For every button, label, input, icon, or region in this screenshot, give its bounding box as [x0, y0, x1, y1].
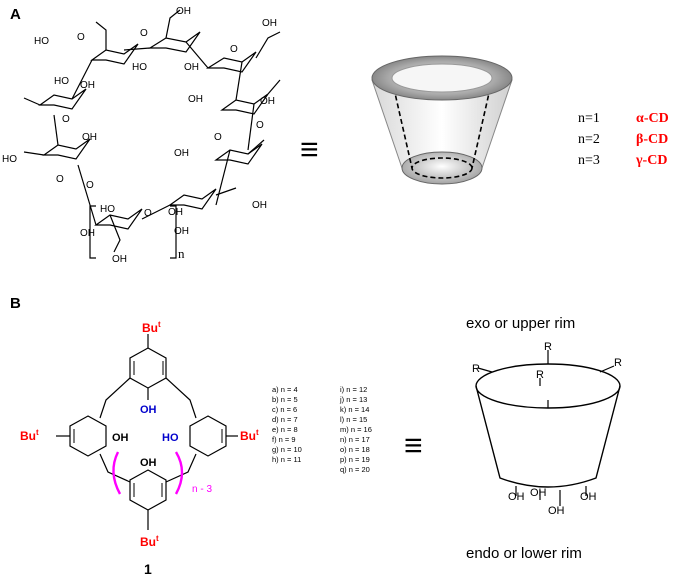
atom-label: O — [77, 32, 85, 43]
repeat-n-minus-3: n - 3 — [192, 484, 212, 495]
upper-rim-label: exo or upper rim — [466, 315, 575, 332]
but-top: But — [142, 320, 161, 335]
atom-label: OH — [82, 132, 97, 143]
n-item: i) n = 12 — [340, 385, 367, 394]
cd-name-3: γ-CD — [635, 153, 667, 168]
n-item: n) n = 17 — [340, 435, 370, 444]
atom-label: O — [214, 132, 222, 143]
but-left: But — [20, 428, 39, 443]
atom-label: OH — [260, 96, 275, 107]
atom-label: OH — [168, 207, 183, 218]
oh-top: OH — [140, 404, 157, 416]
but-bottom: But — [140, 534, 159, 549]
n-item: g) n = 10 — [272, 445, 302, 454]
calixarene-structure: n - 3 But But But But OH OH HO OH — [20, 320, 259, 549]
atom-label: O — [230, 44, 238, 55]
cyclodextrin-structure: n HO O O OH HO OH O OH OH O OH OH O OH O… — [2, 6, 281, 265]
atom-label: O — [256, 120, 264, 131]
r-label: R — [544, 341, 552, 353]
atom-label: HO — [100, 204, 115, 215]
atom-label: OH — [188, 94, 203, 105]
atom-label: O — [62, 114, 70, 125]
cd-name-1: α-CD — [636, 111, 669, 126]
n-value-list: a) n = 4 b) n = 5 c) n = 6 d) n = 7 e) n… — [272, 385, 372, 474]
panel-b-label: B — [10, 295, 21, 312]
but-right: But — [240, 428, 259, 443]
oh-rim: OH — [548, 505, 565, 517]
atom-label: OH — [80, 80, 95, 91]
n-item: j) n = 13 — [339, 395, 367, 404]
n-item: l) n = 15 — [340, 415, 367, 424]
r-label: R — [614, 357, 622, 369]
atom-label: OH — [174, 226, 189, 237]
cd-n-1: n=1 — [578, 111, 600, 126]
atom-label: HO — [54, 76, 69, 87]
n-item: f) n = 9 — [272, 435, 296, 444]
n-item: o) n = 18 — [340, 445, 370, 454]
compound-number: 1 — [144, 561, 152, 577]
atom-label: OH — [252, 200, 267, 211]
atom-label: OH — [184, 62, 199, 73]
atom-label: HO — [34, 36, 49, 47]
cd-list: n=1 α-CD n=2 β-CD n=3 γ-CD — [578, 111, 669, 168]
atom-label: OH — [80, 228, 95, 239]
n-item: p) n = 19 — [340, 455, 370, 464]
lower-rim-label: endo or lower rim — [466, 545, 582, 562]
n-item: d) n = 7 — [272, 415, 298, 424]
n-item: b) n = 5 — [272, 395, 298, 404]
atom-label: O — [56, 174, 64, 185]
equivalence-symbol-b: ≡ — [404, 427, 423, 463]
atom-label: OH — [262, 18, 277, 29]
atom-label: O — [86, 180, 94, 191]
calixarene-cone: R R R R OH OH OH OH — [472, 341, 622, 517]
oh-rim: OH — [508, 491, 525, 503]
oh-left: OH — [112, 432, 129, 444]
r-label: R — [472, 363, 480, 375]
n-item: k) n = 14 — [340, 405, 369, 414]
cd-n-3: n=3 — [578, 153, 600, 168]
oh-bottom: OH — [140, 457, 157, 469]
n-item: h) n = 11 — [272, 455, 301, 464]
oh-rim: OH — [530, 487, 547, 499]
cd-name-2: β-CD — [636, 132, 668, 147]
r-label: R — [536, 369, 544, 381]
n-item: a) n = 4 — [272, 385, 298, 394]
n-item: c) n = 6 — [272, 405, 297, 414]
atom-label: OH — [176, 6, 191, 17]
cyclodextrin-cone — [371, 55, 513, 185]
panel-a-label: A — [10, 6, 21, 23]
atom-label: OH — [112, 254, 127, 265]
ho-right: HO — [162, 432, 179, 444]
atom-label: HO — [2, 154, 17, 165]
atom-label: OH — [174, 148, 189, 159]
equivalence-symbol-a: ≡ — [300, 131, 319, 167]
atom-label: O — [144, 208, 152, 219]
n-item: m) n = 16 — [340, 425, 372, 434]
atom-label: HO — [132, 62, 147, 73]
oh-rim: OH — [580, 491, 597, 503]
n-item: q) n = 20 — [340, 465, 370, 474]
repeat-subscript: n — [178, 246, 185, 261]
cd-n-2: n=2 — [578, 132, 600, 147]
n-item: e) n = 8 — [272, 425, 298, 434]
atom-label: O — [140, 28, 148, 39]
